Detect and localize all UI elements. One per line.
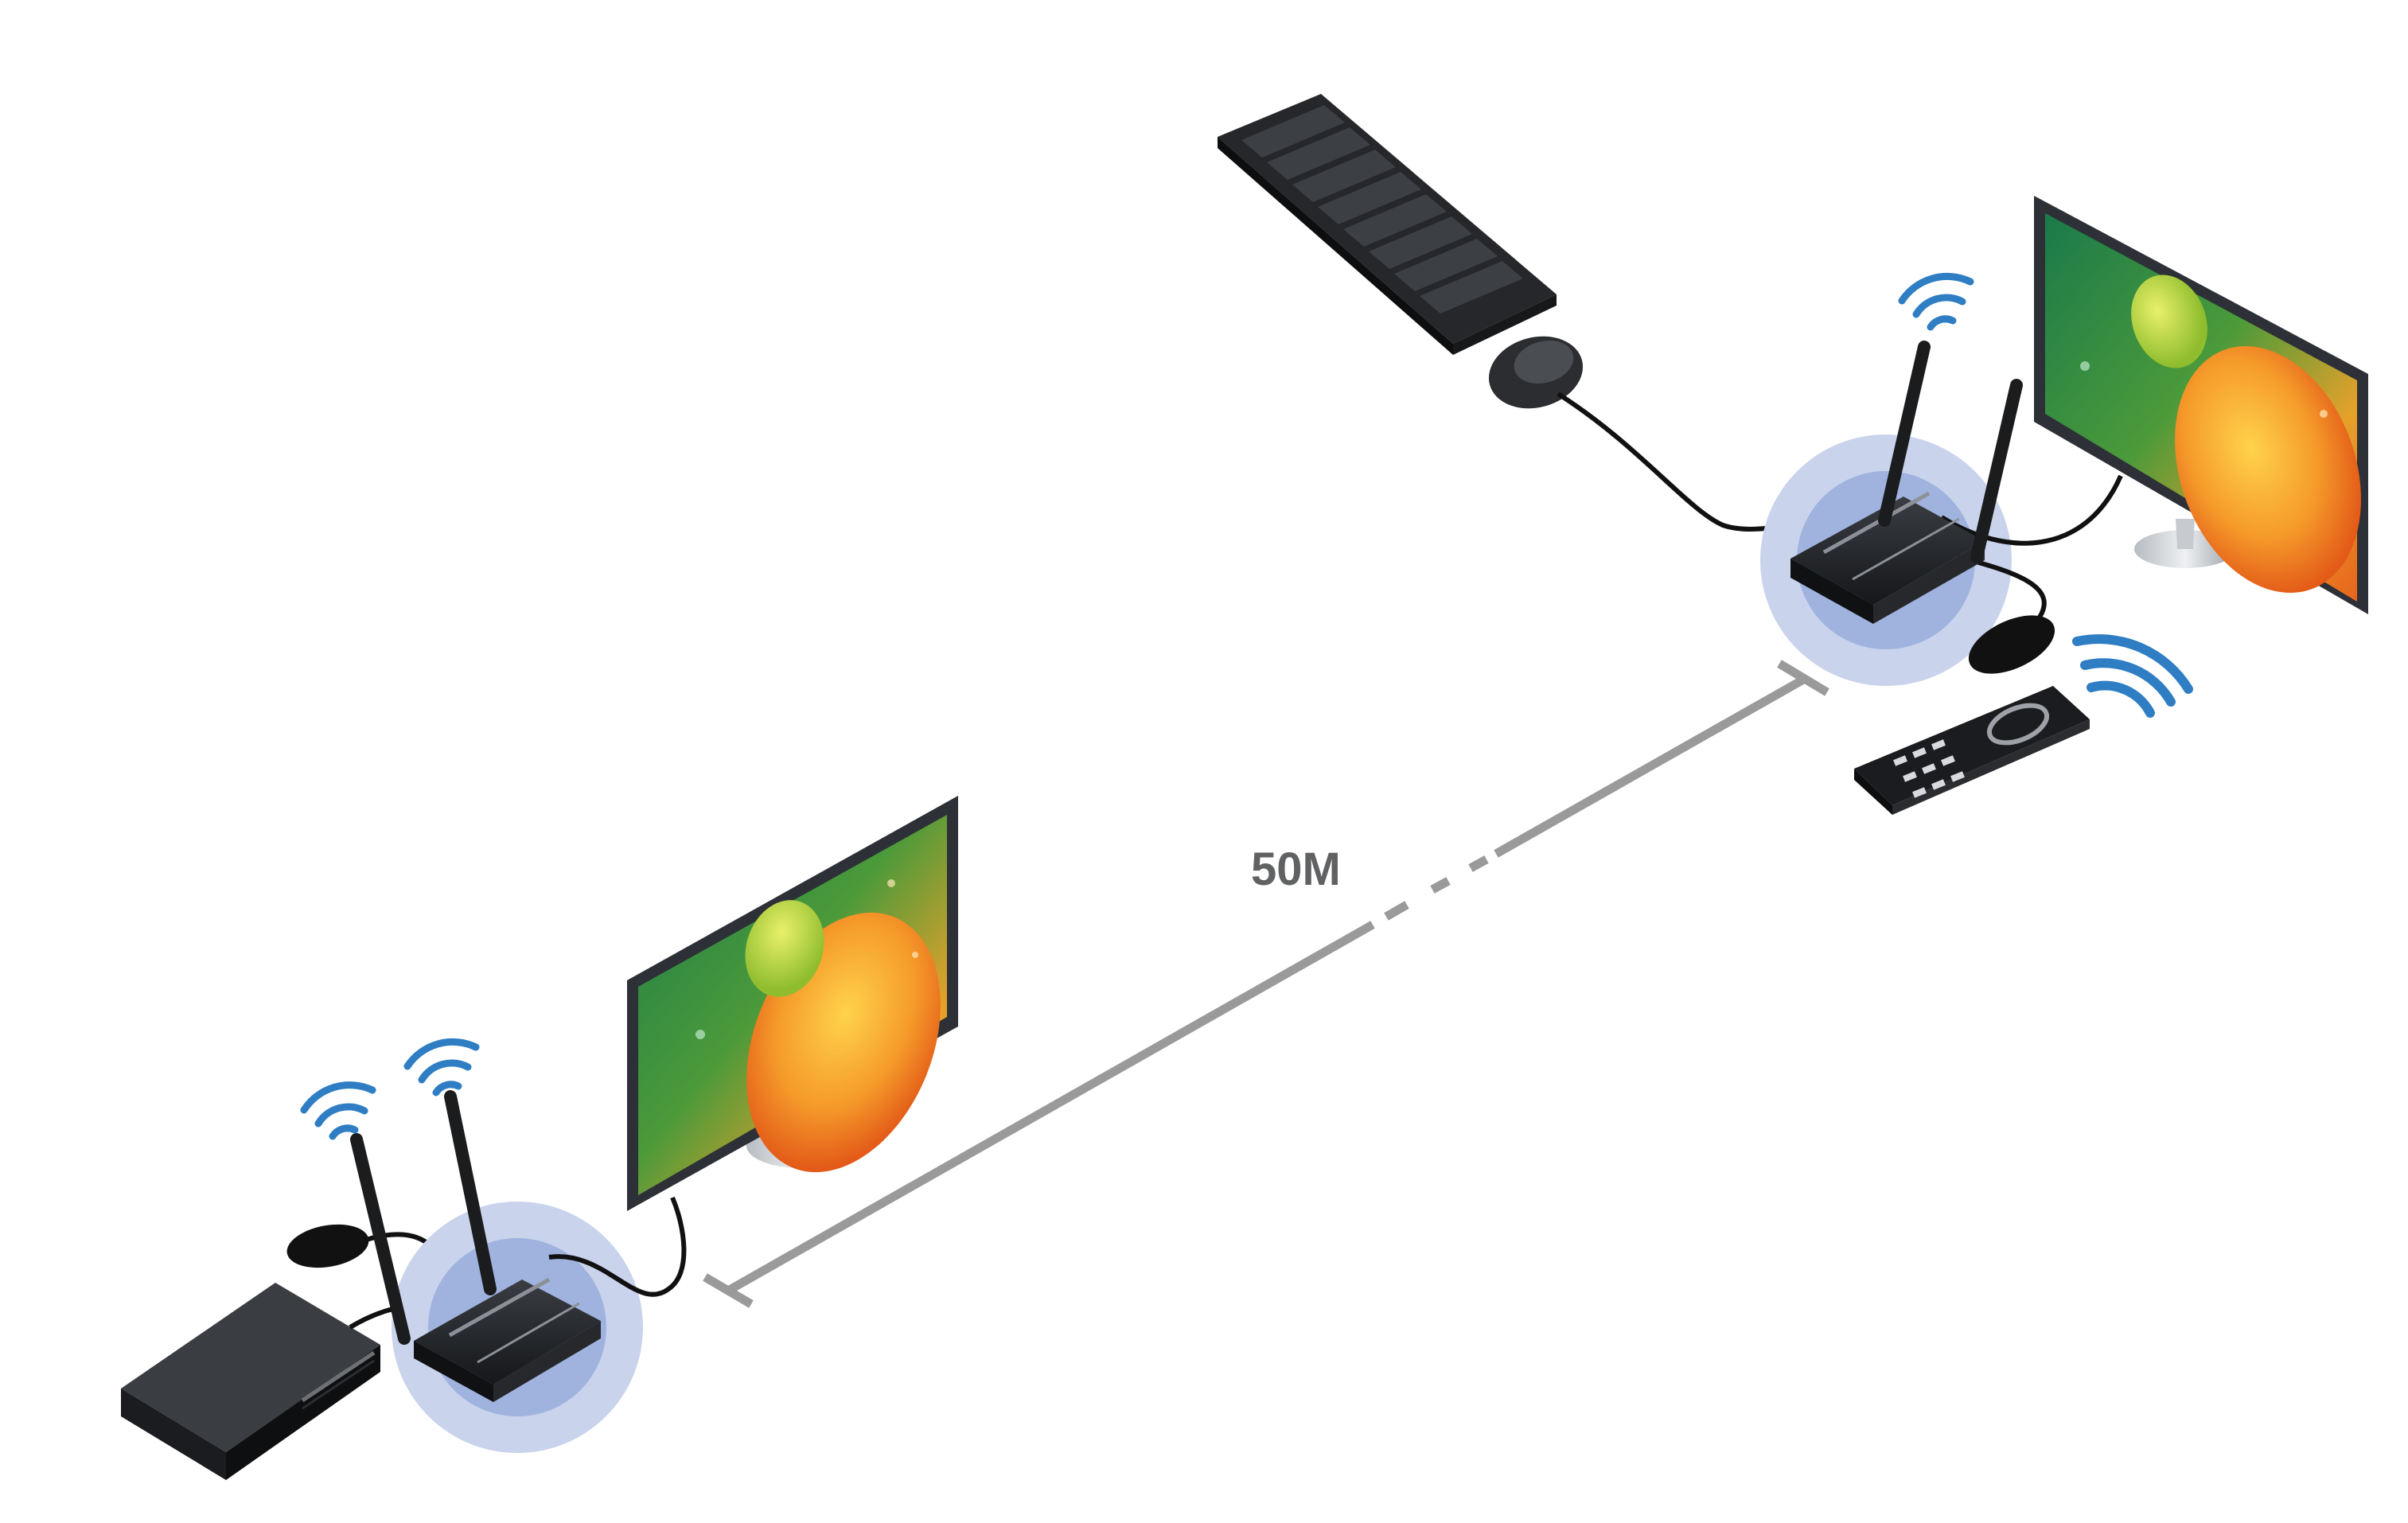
source-box-icon <box>121 1283 380 1480</box>
hdmi-extender-icon <box>414 1277 601 1402</box>
antenna-rx-right <box>1970 379 2023 563</box>
distance-line-upper <box>1494 675 1807 858</box>
antenna-tx-left <box>350 1133 411 1345</box>
mouse-icon <box>1488 336 1584 409</box>
distance-line-lower <box>726 921 1375 1295</box>
ir-receiver-right-icon <box>1968 615 2055 674</box>
antenna-rx-left <box>1878 341 1931 527</box>
wifi-icon <box>300 1081 376 1140</box>
wifi-icon <box>403 1038 480 1096</box>
distance-dash-3 <box>1468 855 1489 872</box>
wifi-icon <box>1898 272 1974 331</box>
distance-endcap-left <box>703 1273 754 1308</box>
distance-dash-1 <box>1384 901 1409 921</box>
hdmi-extender-icon <box>1790 491 1985 624</box>
distance-label: 50M <box>1251 843 1341 895</box>
distance-endcap-right <box>1777 660 1829 696</box>
antenna-tx-right <box>444 1090 497 1295</box>
distance-indicator: 50M <box>703 660 1829 1308</box>
remote-control-icon <box>1854 686 2090 815</box>
wifi-icon <box>2072 634 2193 718</box>
keyboard-icon <box>1218 94 1557 355</box>
monitor-icon <box>627 796 958 1211</box>
distance-dash-2 <box>1430 877 1451 894</box>
monitor-icon <box>2034 196 2368 614</box>
cable-rx-to-monitor <box>1940 474 2123 546</box>
cable-tx-to-monitor <box>548 1196 687 1297</box>
